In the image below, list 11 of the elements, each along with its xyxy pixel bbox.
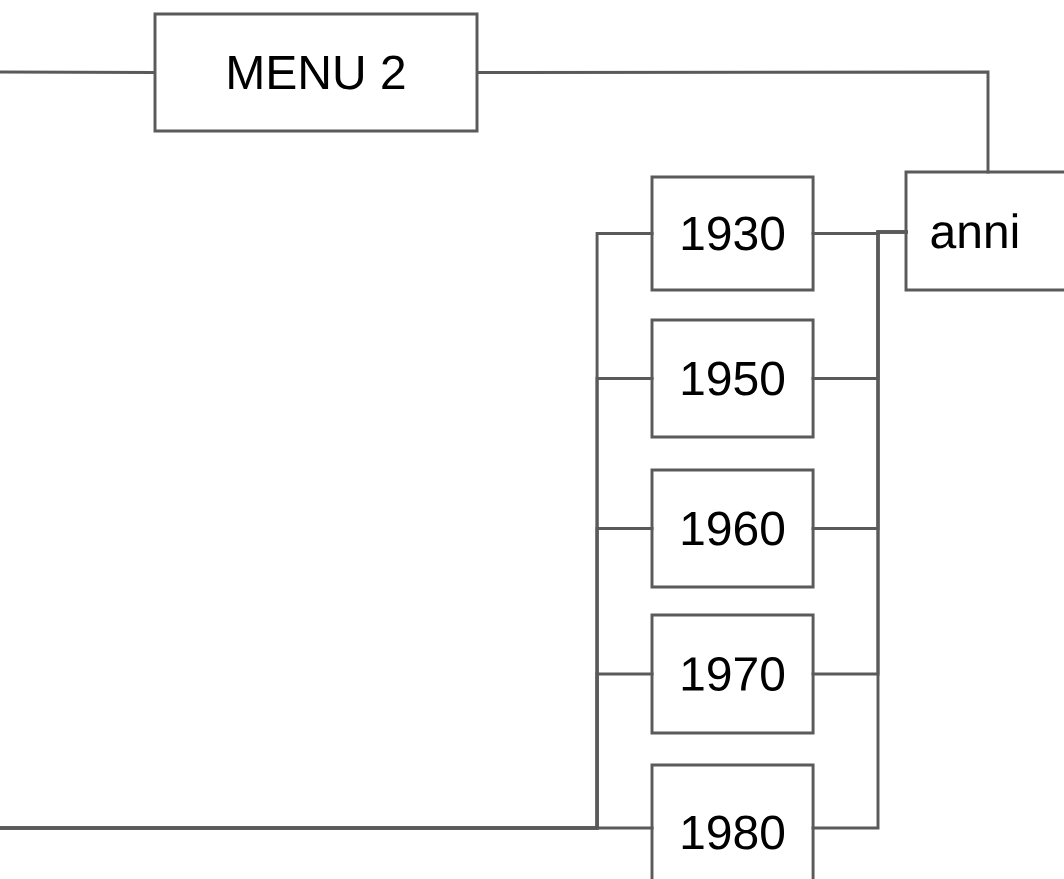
- connector-line: [811, 230, 908, 830]
- connector-line: [477, 70, 990, 174]
- menu-box: 1950: [650, 318, 815, 439]
- menu-box: 1970: [650, 613, 815, 735]
- menu-box: anni: [904, 170, 1064, 292]
- menu-box: 1960: [650, 468, 815, 589]
- menu-box: 1930: [650, 175, 815, 292]
- connector-line: [0, 826, 654, 830]
- menu-box: MENU 2: [153, 12, 479, 133]
- menu-box: 1980: [650, 763, 815, 879]
- connector-line: [0, 70, 155, 75]
